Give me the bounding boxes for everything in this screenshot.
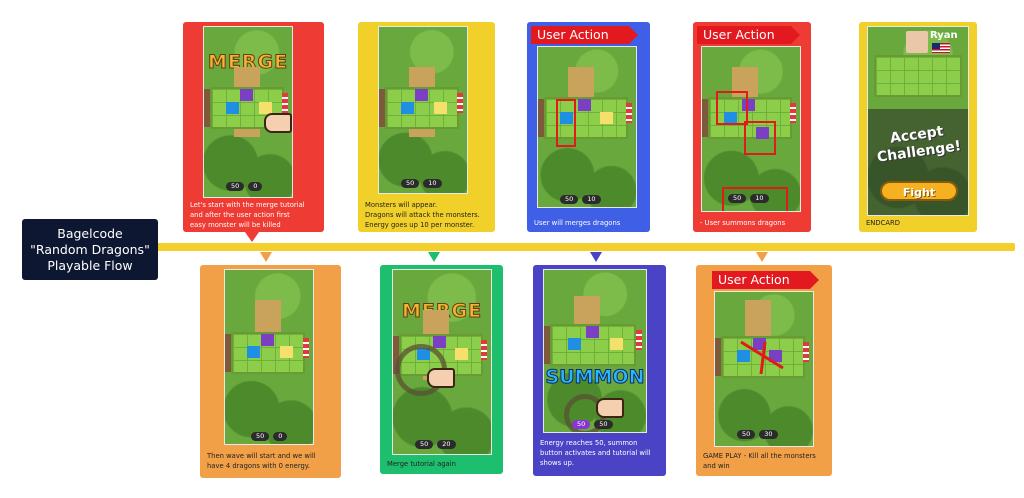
merge-overlay-text: MERGE bbox=[207, 51, 289, 74]
counter-pill: 0 bbox=[248, 182, 263, 191]
game-screenshot: 50 10 bbox=[701, 46, 801, 212]
game-screenshot: MERGE 50 0 bbox=[203, 26, 293, 198]
counter-pill: 10 bbox=[582, 195, 601, 204]
step-card-wave-start: 50 0 Then wave will start and we will ha… bbox=[200, 265, 341, 478]
step-caption: User will merges dragons bbox=[534, 219, 621, 227]
user-action-banner: User Action bbox=[531, 26, 638, 44]
game-board bbox=[874, 55, 962, 97]
step-caption: Merge tutorial again bbox=[387, 460, 456, 468]
energy-pill: 50 bbox=[737, 430, 756, 439]
counter-pill: 0 bbox=[273, 432, 288, 441]
pointer-hand-icon bbox=[596, 398, 624, 418]
step-card-user-merges: User Action 50 10 User will merges drago… bbox=[527, 22, 650, 232]
endcard-screenshot: Ryan Accept Challenge! Fight bbox=[867, 26, 969, 216]
pointer-hand-icon bbox=[427, 368, 455, 388]
card-pointer bbox=[245, 232, 259, 242]
step-card-user-summons: User Action 50 10 - User summons dragons bbox=[693, 22, 811, 232]
step-caption: ENDCARD bbox=[866, 219, 900, 227]
summon-highlight-box bbox=[722, 187, 788, 211]
connector-pointer bbox=[428, 252, 440, 262]
energy-pill: 50 bbox=[560, 195, 579, 204]
attack-arrow-icon bbox=[740, 340, 784, 375]
game-screenshot: 50 10 bbox=[537, 46, 637, 208]
game-screenshot: MERGE 50 20 bbox=[392, 269, 492, 455]
fight-button[interactable]: Fight bbox=[880, 181, 958, 201]
pointer-hand-icon bbox=[264, 113, 292, 133]
flow-title-box: Bagelcode "Random Dragons" Playable Flow bbox=[22, 219, 158, 280]
connector-pointer bbox=[590, 252, 602, 262]
game-screenshot: 50 10 bbox=[378, 26, 468, 194]
highlight-box bbox=[716, 91, 748, 125]
highlight-box bbox=[744, 121, 776, 155]
connector-pointer bbox=[756, 252, 768, 262]
step-card-endcard: Ryan Accept Challenge! Fight ENDCARD bbox=[859, 22, 977, 232]
connector-pointer bbox=[260, 252, 272, 262]
summon-overlay-text: SUMMON bbox=[545, 366, 645, 389]
step-caption: - User summons dragons bbox=[700, 219, 786, 227]
energy-pill: 50 bbox=[226, 182, 245, 191]
step-card-game-play: User Action 50 30 GAME PLAY - Kill all t… bbox=[696, 265, 832, 476]
step-card-monsters-appear: 50 10 Monsters will appear. Dragons will… bbox=[358, 22, 495, 232]
counter-pill: 20 bbox=[437, 440, 456, 449]
counter-pill: 30 bbox=[759, 430, 778, 439]
energy-pill: 50 bbox=[728, 194, 747, 203]
energy-pill: 50 bbox=[401, 179, 420, 188]
counter-pill: 10 bbox=[750, 194, 769, 203]
flow-title: Bagelcode "Random Dragons" Playable Flow bbox=[30, 225, 150, 273]
player-avatar bbox=[906, 31, 928, 53]
energy-pill: 50 bbox=[251, 432, 270, 441]
energy-pill: 50 bbox=[415, 440, 434, 449]
summon-energy-pill: 50 bbox=[572, 420, 591, 429]
game-screenshot: 50 30 bbox=[714, 291, 814, 447]
highlight-box bbox=[556, 99, 576, 147]
step-caption: GAME PLAY - Kill all the monsters and wi… bbox=[703, 452, 816, 470]
usa-flag-icon bbox=[932, 43, 950, 53]
counter-pill: 50 bbox=[594, 420, 613, 429]
timeline-line bbox=[155, 243, 1015, 251]
step-card-merge-intro: MERGE 50 0 Let's start with the merge tu… bbox=[183, 22, 324, 242]
user-action-banner: User Action bbox=[697, 26, 800, 44]
step-caption: Energy reaches 50, summon button activat… bbox=[540, 439, 651, 467]
game-screenshot: SUMMON 50 50 bbox=[543, 269, 647, 433]
step-card-merge-again: MERGE 50 20 Merge tutorial again bbox=[380, 265, 503, 474]
counter-pill: 10 bbox=[423, 179, 442, 188]
step-caption: Then wave will start and we will have 4 … bbox=[207, 452, 316, 470]
step-card-summon-tutorial: SUMMON 50 50 Energy reaches 50, summon b… bbox=[533, 265, 666, 476]
user-action-banner: User Action bbox=[712, 271, 819, 289]
player-name: Ryan bbox=[930, 30, 958, 41]
step-caption: Monsters will appear. Dragons will attac… bbox=[365, 201, 480, 229]
game-screenshot: 50 0 bbox=[224, 269, 314, 445]
step-caption: Let's start with the merge tutorial and … bbox=[190, 201, 305, 229]
